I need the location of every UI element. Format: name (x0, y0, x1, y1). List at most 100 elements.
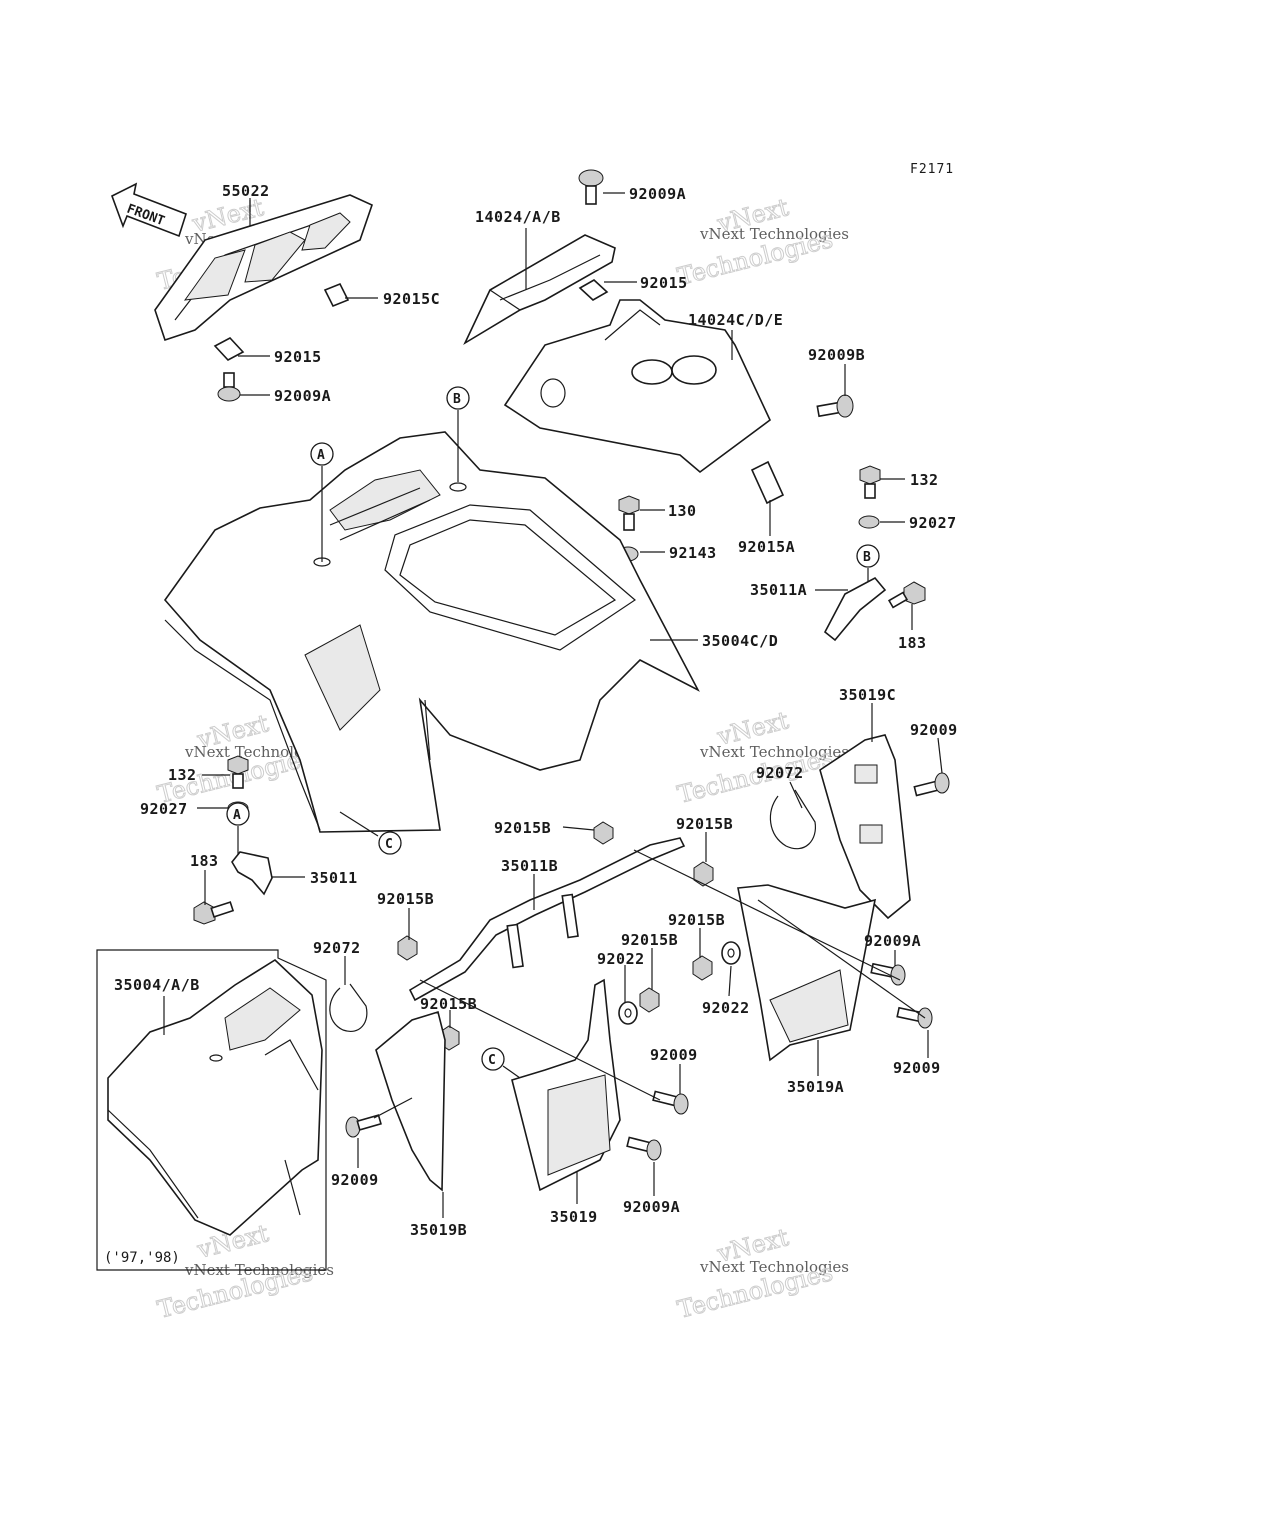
part-92009-right-bolt (913, 772, 950, 797)
watermark-top-right: vNext vNext Technologies Technologies (674, 193, 849, 292)
part-92009A-bottom-bolt (626, 1136, 662, 1161)
svg-text:C: C (488, 1053, 496, 1068)
ref-circle-A-left: A (226, 802, 250, 855)
label-14024CDE: 14024C/D/E (688, 311, 783, 329)
label-92015-top: 92015 (640, 274, 688, 292)
ref-circle-B-top: B (446, 386, 470, 482)
part-92015-top-clip (578, 279, 609, 301)
label-14024AB: 14024/A/B (475, 208, 561, 226)
part-14024AB-drawing (463, 234, 616, 346)
inset-box (96, 949, 327, 1271)
part-labels: 55022 92015C 92015 92009A 92009A 14024/A… (114, 182, 958, 1239)
part-92015B-1-nut (593, 821, 614, 845)
label-35019C: 35019C (839, 686, 896, 704)
svg-text:vNext Technologies: vNext Technologies (699, 225, 849, 243)
label-92009-right: 92009 (910, 721, 958, 739)
part-92015B-4-nut (692, 955, 713, 981)
label-92015B-2: 92015B (676, 815, 733, 833)
svg-text:B: B (863, 550, 871, 565)
part-92015C-clip (323, 282, 350, 308)
part-92015-left-clip (213, 337, 245, 361)
label-92022-1: 92022 (597, 950, 645, 968)
part-92009-mid-bolt (652, 1090, 689, 1115)
label-92072-right: 92072 (756, 764, 804, 782)
label-35011B: 35011B (501, 857, 558, 875)
label-92027-left: 92027 (140, 800, 188, 818)
ref-circle-C-flap: C (481, 1047, 521, 1079)
part-35011A-bracket (823, 576, 887, 642)
part-92015B-3-nut (397, 935, 418, 961)
label-92009-mid: 92009 (650, 1046, 698, 1064)
part-92072-left-band (329, 983, 368, 1032)
label-92015A: 92015A (738, 538, 795, 556)
label-92015B-6: 92015B (420, 995, 477, 1013)
label-35004CD: 35004C/D (702, 632, 778, 650)
part-132-left-bolt (227, 755, 249, 789)
watermark-bottom-left: vNext vNext Technologies Technologies (154, 1219, 334, 1325)
part-92027-right-washer (858, 515, 880, 529)
svg-text:B: B (453, 392, 461, 407)
watermark-bottom-right: vNext vNext Technologies Technologies (674, 1223, 849, 1325)
label-92027-right: 92027 (909, 514, 957, 532)
label-35019A: 35019A (787, 1078, 844, 1096)
label-132-right: 132 (910, 471, 939, 489)
ref-circle-A-top: A (310, 442, 334, 562)
label-183-left: 183 (190, 852, 219, 870)
label-132-left: 132 (168, 766, 197, 784)
label-92009A-bottom: 92009A (623, 1198, 680, 1216)
part-92015B-5-nut (639, 987, 660, 1013)
part-35019B-flap (375, 1010, 446, 1192)
label-183-right: 183 (898, 634, 927, 652)
label-35011A: 35011A (750, 581, 807, 599)
label-92015B-1: 92015B (494, 819, 551, 837)
part-55022-drawing (154, 194, 373, 342)
front-arrow-icon: FRONT (111, 182, 187, 238)
part-92009A-top-bolt (578, 169, 604, 205)
label-35019B: 35019B (410, 1221, 467, 1239)
part-92009A-left-bolt (217, 372, 241, 402)
label-35004AB: 35004/A/B (114, 976, 200, 994)
ref-circle-C-fender: C (339, 811, 402, 855)
svg-text:vNext Technologies: vNext Technologies (699, 1258, 849, 1276)
part-35004CD-fender (163, 431, 700, 833)
label-92009B: 92009B (808, 346, 865, 364)
part-183-right-bolt (887, 581, 926, 609)
part-35011-bracket (231, 851, 273, 896)
part-183-left-bolt (193, 901, 235, 925)
label-92072-left: 92072 (313, 939, 361, 957)
part-92009-left-bolt (345, 1114, 382, 1138)
label-55022: 55022 (222, 182, 270, 200)
label-92009-left: 92009 (331, 1171, 379, 1189)
part-35011B-bar (408, 837, 686, 1002)
label-92015-left: 92015 (274, 348, 322, 366)
watermark-mid-right: vNext vNext Technologies Technologies (674, 706, 849, 810)
label-92022-2: 92022 (702, 999, 750, 1017)
label-92143: 92143 (669, 544, 717, 562)
part-92009B-bolt (816, 394, 854, 418)
part-35019-flap (511, 978, 621, 1192)
part-92015B-2-nut (693, 861, 714, 887)
svg-text:vNext Technologies: vNext Technologies (699, 743, 849, 761)
label-92009-far: 92009 (893, 1059, 941, 1077)
label-92015B-3: 92015B (377, 890, 434, 908)
svg-text:A: A (233, 808, 241, 823)
label-92009A-right: 92009A (864, 932, 921, 950)
part-92015A-clip (750, 460, 785, 505)
leader-lines (163, 192, 943, 1218)
svg-text:C: C (385, 837, 393, 852)
label-130: 130 (668, 502, 697, 520)
ref-circle-B-right: B (856, 544, 880, 582)
label-35019: 35019 (550, 1208, 598, 1226)
label-92009A-top: 92009A (629, 185, 686, 203)
label-92015B-4: 92015B (668, 911, 725, 929)
svg-text:A: A (317, 448, 325, 463)
inset-year-note: ('97,'98) (104, 1250, 180, 1266)
label-92009A-left: 92009A (274, 387, 331, 405)
part-14024CDE-drawing (503, 299, 772, 474)
part-35019A-flap (737, 884, 877, 1062)
figure-code: F2171 (910, 162, 954, 177)
part-35019C-flap (819, 734, 911, 920)
part-92022-2-washer (721, 941, 741, 965)
part-132-right-bolt (859, 465, 881, 499)
